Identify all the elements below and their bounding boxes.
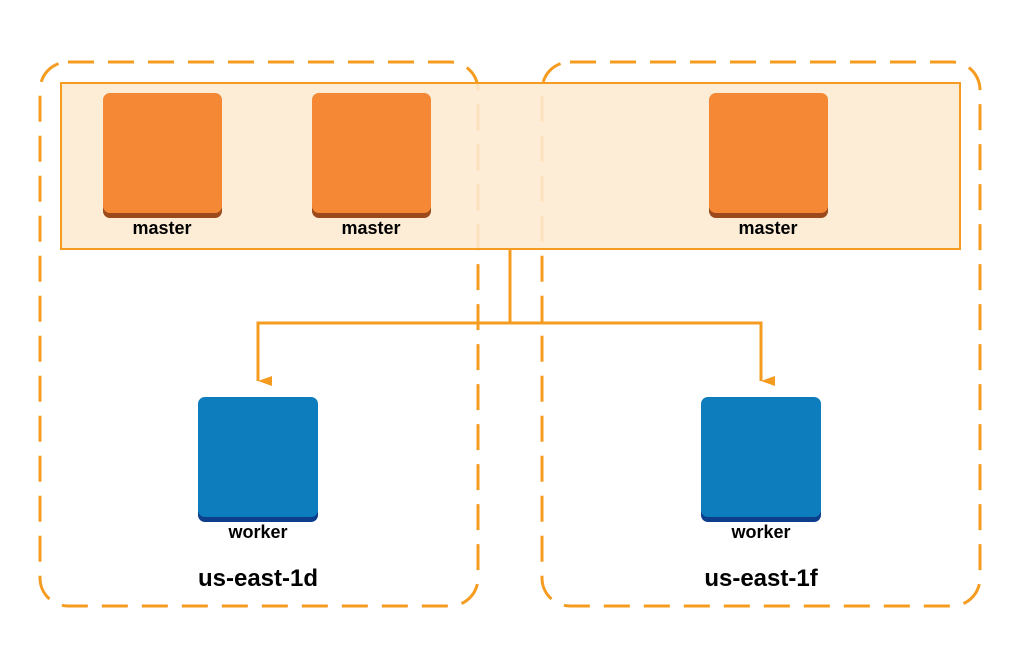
worker-node-label: worker [730, 522, 790, 542]
worker-node-1: worker [198, 397, 318, 542]
master-node-box [312, 93, 431, 213]
master-node-1: master [103, 93, 222, 238]
zone-label-us-east-1f: us-east-1f [704, 565, 818, 592]
master-node-label: master [738, 218, 797, 238]
master-node-label: master [132, 218, 191, 238]
worker-node-2: worker [701, 397, 821, 542]
zone-label-us-east-1d: us-east-1d [198, 565, 318, 592]
worker-node-box [198, 397, 318, 517]
connector-to-worker-2 [510, 321, 775, 386]
worker-node-label: worker [227, 522, 287, 542]
master-node-2: master [312, 93, 431, 238]
master-node-3: master [709, 93, 828, 238]
worker-node-box [701, 397, 821, 517]
master-node-box [103, 93, 222, 213]
master-node-box [709, 93, 828, 213]
master-node-label: master [341, 218, 400, 238]
connector-to-worker-1 [256, 321, 510, 386]
